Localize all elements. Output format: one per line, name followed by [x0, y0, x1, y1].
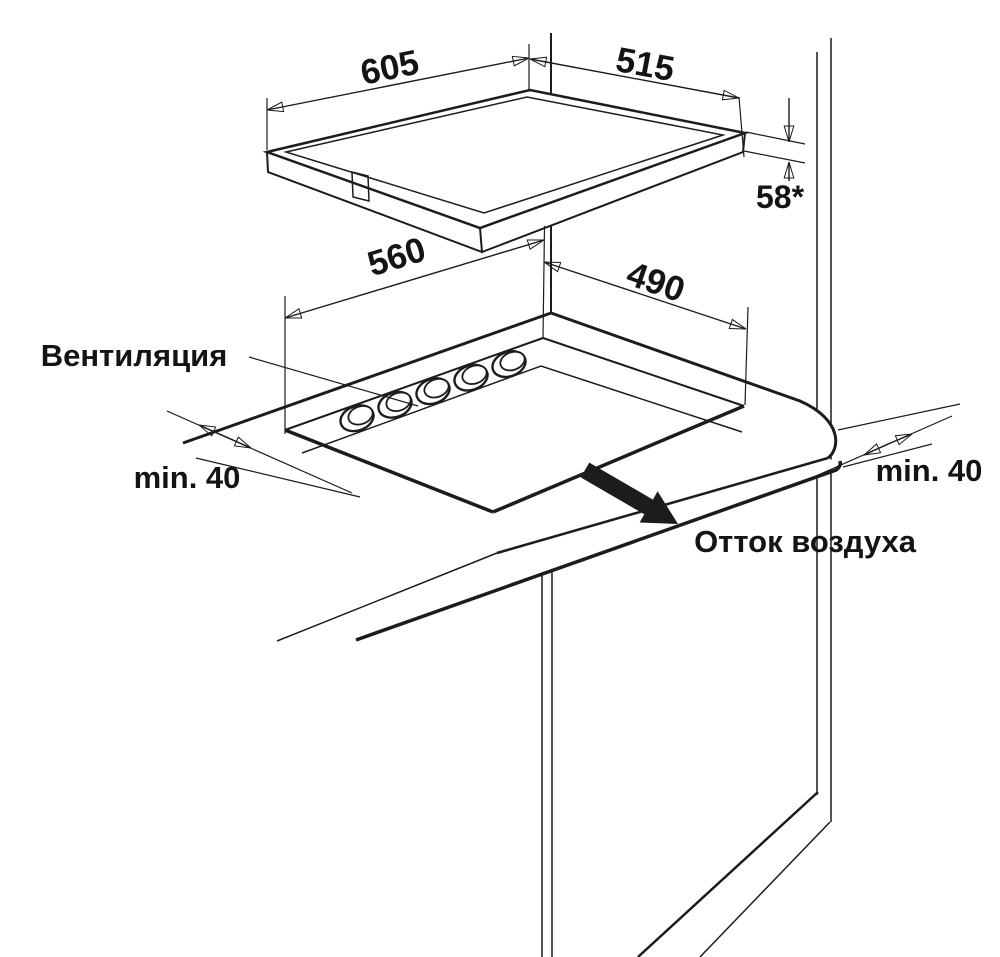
dim-560-label: 560 — [363, 230, 430, 284]
cabinet-bottom-edge — [637, 791, 819, 957]
hob-glass-rim — [283, 96, 726, 214]
ventilation-leader-line — [248, 356, 419, 407]
dim-490-label: 490 — [622, 254, 690, 310]
countertop-right-corner — [550, 311, 838, 460]
countertop-cutout — [284, 337, 745, 514]
dim-515-label: 515 — [613, 40, 678, 89]
countertop-back-left-edge — [182, 311, 552, 445]
dim-min40-left-label: min. 40 — [134, 460, 241, 495]
vent-hole — [415, 377, 451, 406]
airflow-label-text: Отток воздуха — [694, 524, 917, 559]
vent-hole — [377, 390, 413, 419]
vent-hole — [491, 350, 527, 379]
vent-hole — [339, 404, 375, 433]
ventilation-label-text: Вентиляция — [41, 338, 228, 373]
vent-hole — [453, 363, 489, 392]
cabinet — [541, 560, 831, 957]
cutout-front-right-edge — [492, 404, 745, 514]
dim-min40-left: min. 40 — [134, 410, 361, 498]
cutout-front-left-edge — [284, 428, 494, 514]
label-ventilation: Вентиляция — [41, 338, 419, 407]
dim-58: 58* — [743, 98, 806, 215]
cutout-inner-wall-edge — [301, 365, 743, 454]
hob-mounting-tab — [351, 171, 370, 202]
cutout-back-left-edge — [284, 337, 544, 431]
dim-605-label: 605 — [357, 43, 422, 93]
dim-min40-right-label: min. 40 — [876, 453, 983, 488]
countertop-front-bottom-edge — [355, 460, 842, 642]
ventilation-holes — [339, 350, 527, 433]
hob — [262, 88, 750, 254]
airflow-arrow — [580, 462, 678, 524]
dim-min40-right: min. 40 — [799, 403, 983, 488]
label-airflow: Отток воздуха — [580, 462, 917, 559]
cutout-back-right-edge — [542, 337, 745, 407]
dim-58-label: 58* — [756, 179, 805, 215]
